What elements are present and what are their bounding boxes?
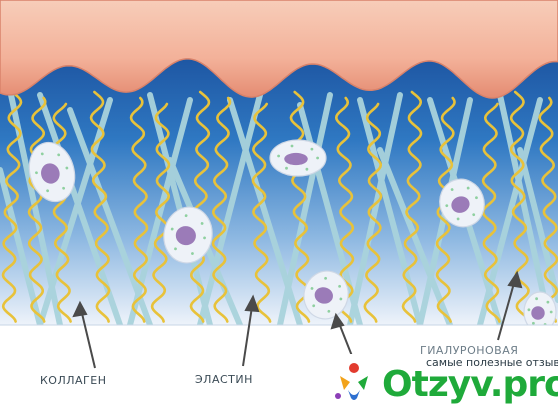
collagen-fiber [127,97,193,328]
cell-granule [338,284,342,288]
fibroblast-cell [28,141,76,203]
cell-granule [305,167,309,171]
cell-granule [285,166,288,170]
cell-granule [316,156,319,160]
fibroblast-cells [28,139,557,333]
label-collagen: КОЛЛАГЕН [40,374,107,387]
cell-arrowhead [330,312,345,330]
cell-granule [549,310,553,314]
cell-granule [535,297,538,301]
collagen-fiber [497,92,553,328]
elastin-fiber [51,102,72,323]
cell-granule [184,214,188,218]
cell-granule [57,153,61,157]
collagen-fiber [197,92,263,328]
cell-granule [466,186,470,190]
cell-granule [475,196,478,200]
cell-granule [35,171,38,175]
watermark-caption: самые полезные отзывы [426,356,558,369]
elastin-fiber [435,96,456,323]
elastin-fiber [509,90,531,323]
collagen-fiber [477,97,543,328]
elastin-fiber [538,96,558,323]
cell-nucleus [451,196,470,213]
elastin-fibers [1,90,558,323]
collagen-fiber [517,147,558,303]
cell-granule [310,147,314,151]
cell-granule [456,217,460,221]
cell-granule [290,144,294,148]
collagen-fiber [347,92,403,328]
cell-granule [532,321,535,325]
cell-granule [527,308,531,312]
cell-granule [472,213,476,217]
cell-nucleus [284,152,308,166]
cell-granule [327,309,331,313]
cell-granule [191,252,194,255]
fibroblast-cell [523,291,557,333]
cell-nucleus [314,287,333,304]
fibroblast-cell [303,270,349,320]
cell-granule [312,304,316,308]
elastin-fiber [334,96,355,323]
cell-granule [277,154,280,158]
collagen-fiber [277,92,333,328]
cell-granule [324,276,328,280]
elastin-fiber [401,90,423,323]
cell-granule [310,287,314,290]
elastin-arrowhead [244,294,260,313]
fibroblast-cell [163,206,213,264]
cell-granule [200,222,204,225]
cell-granule [40,152,44,156]
elastin-fiber [89,90,111,323]
collagen-fiber [0,167,43,328]
elastin-fiber [211,96,232,323]
cell-granule [46,189,50,193]
elastin-fiber [251,102,272,323]
collagen-fiber [377,147,453,328]
elastin-fiber [150,102,171,323]
cell-granule [174,247,177,251]
cell-granule [339,297,343,301]
cell-granule [546,300,550,304]
elastin-fiber [289,90,311,323]
epidermis-layer [0,0,558,99]
fibroblast-cell [269,139,327,177]
elastin-fiber [1,90,23,323]
cell-granule [450,188,454,191]
elastin-fiber [27,96,47,323]
fibroblast-cell [439,178,485,228]
cell-granule [65,166,69,170]
hyaluronic-arrowhead [507,270,523,289]
cell-granule [170,227,174,231]
watermark-word: Otzyv.pro [382,364,558,405]
elastin-fiber [363,102,383,323]
elastin-fiber [189,90,211,323]
collagen-fiber [357,97,423,328]
watermark-badge: самые полезные отзывы Otzyv.pro [330,354,558,407]
label-elastin: ЭЛАСТИН [195,373,253,386]
cell-granule [203,236,206,240]
cell-nucleus [41,163,60,184]
collagen-fiber [37,97,113,328]
collagen-arrowhead [72,300,88,318]
cell-granule [62,186,66,190]
otzyv-logo-icon [335,363,368,400]
label-hyaluronic: ГИАЛУРОНОВАЯ [420,344,519,357]
elastin-fiber [129,96,149,323]
cell-nucleus [531,306,545,320]
pointer-arrows [72,270,523,369]
cell-granule [445,204,449,208]
cell-nucleus [175,226,196,246]
